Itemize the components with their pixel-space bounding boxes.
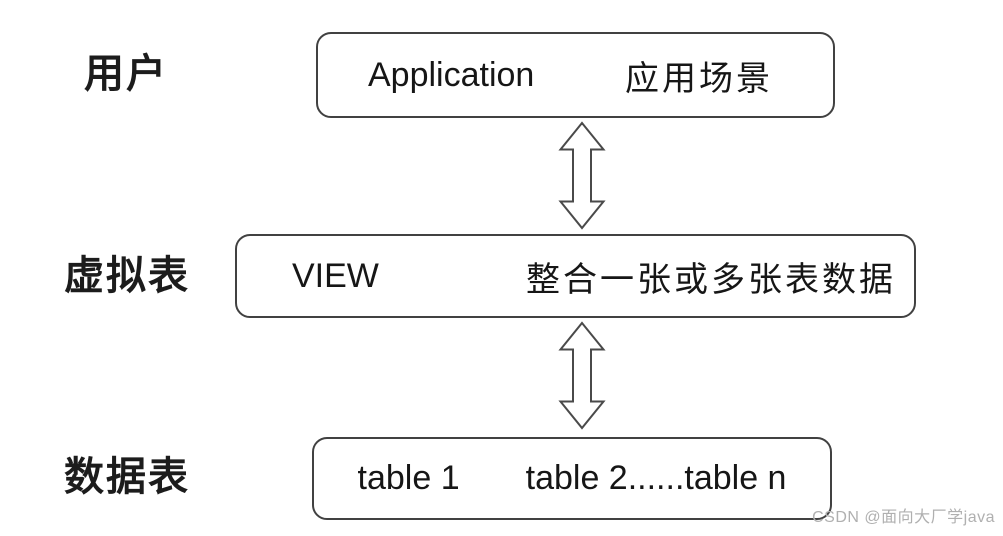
row-label-user: 用户 (84, 52, 168, 96)
application-box-right-text: 应用场景 (625, 59, 773, 98)
view-box-right-text: 整合一张或多张表数据 (526, 260, 896, 299)
tables-box-left-text: table 1 (357, 459, 460, 497)
double-arrow-icon (558, 121, 606, 230)
application-box: Application 应用场景 (316, 32, 835, 118)
double-arrow-icon (558, 321, 606, 430)
row-label-virtual-table: 虚拟表 (64, 254, 190, 298)
tables-box-right-text: table 2......table n (525, 459, 787, 497)
application-box-left-text: Application (368, 55, 535, 94)
view-box-left-text: VIEW (292, 256, 379, 295)
csdn-watermark: CSDN @面向大厂学java (812, 509, 995, 526)
tables-box: table 1 table 2......table n (312, 437, 832, 520)
view-box: VIEW 整合一张或多张表数据 (235, 234, 916, 318)
row-label-data-table: 数据表 (64, 455, 190, 499)
